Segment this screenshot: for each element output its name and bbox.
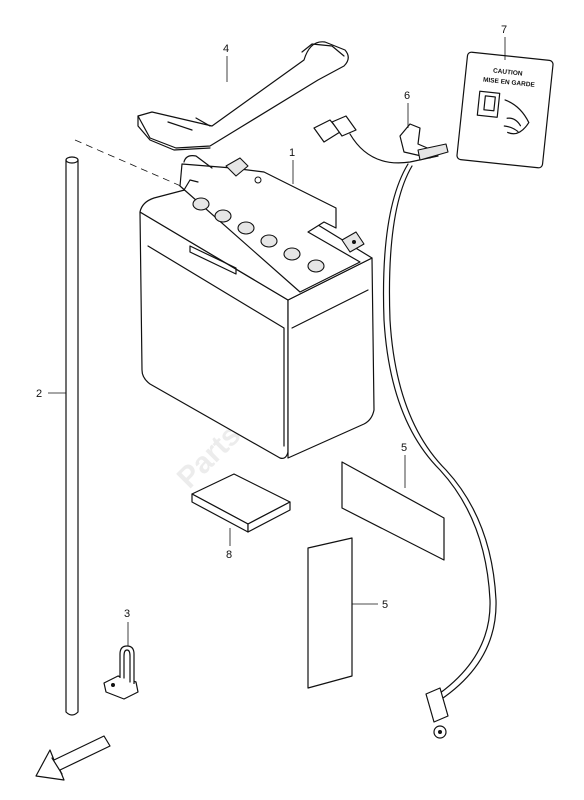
cushion [191,473,291,533]
hose-clamp [103,645,139,700]
caution-label-line1: CAUTION [493,68,523,78]
callout-battery-band: 4 [223,43,229,55]
spacer-upper [341,461,445,561]
callout-battery: 1 [289,147,295,159]
callout-hose-clamp: 3 [124,608,130,620]
callout-caution-label: 7 [501,24,507,36]
callout-cushion: 8 [226,549,232,561]
callout-spacer-upper: 5 [401,442,407,454]
callout-spacer-lower: 5 [382,599,388,611]
callout-vent-hose: 2 [36,388,42,400]
battery-band [137,41,349,151]
callout-lead-wire: 6 [404,90,410,102]
battery [139,155,375,459]
front-direction-arrow-icon [35,735,111,781]
terminal-caps [192,197,325,273]
vent-hose [65,139,191,716]
caution-label: CAUTION MISE EN GARDE [456,51,554,169]
lead-wire [313,115,497,739]
spacer-lower [307,537,353,689]
